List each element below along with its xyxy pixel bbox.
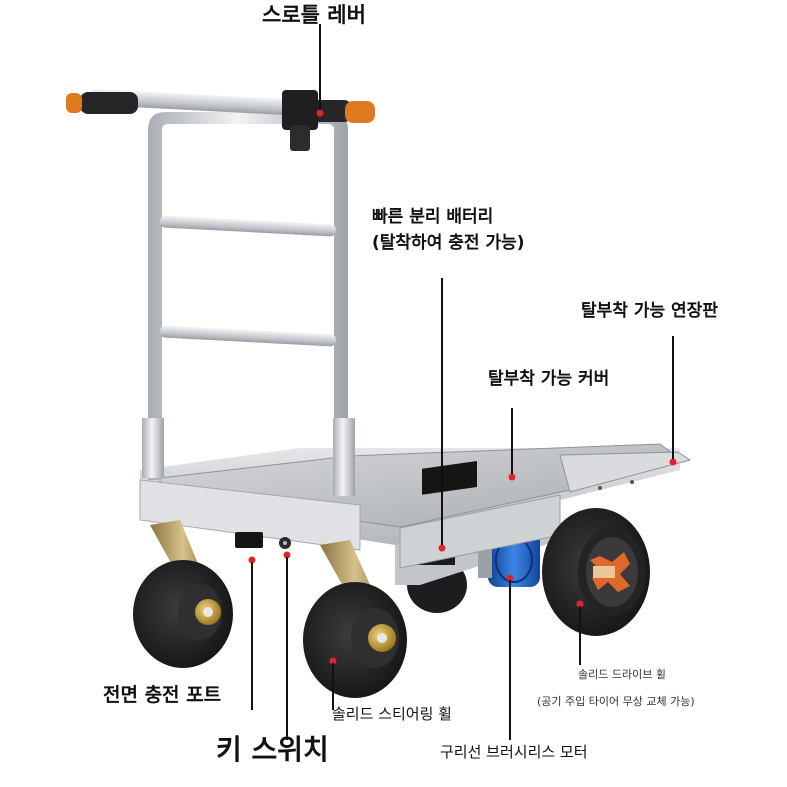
marker-port [248,556,256,564]
label-removable-cover: 탈부착 가능 커버 [488,369,610,389]
front-right-steering-wheel [303,540,407,698]
front-left-caster [133,520,233,668]
marker-cover [508,473,516,481]
marker-key [283,551,291,559]
leader-lines [251,24,674,740]
marker-drive [576,600,584,608]
label-brushless-motor: 구리선 브러시리스 모터 [440,743,588,761]
rear-right-drive-wheel [542,508,650,636]
label-key-switch: 키 스위치 [216,733,329,766]
label-steering-wheel: 솔리드 스티어링 휠 [332,705,452,723]
marker-extension [669,458,677,466]
marker-motor [506,574,514,582]
label-drive-wheel-line2: (공기 주입 타이어 무상 교체 가능) [537,695,695,708]
marker-steering [329,657,337,665]
label-battery-line1: 빠른 분리 배터리 [372,207,494,227]
marker-dots [248,109,677,665]
label-battery-line2: (탈착하여 충전 가능) [372,233,525,253]
label-extension-plate: 탈부착 가능 연장판 [581,301,718,321]
label-front-charging-port: 전면 충전 포트 [103,684,222,706]
cart-deck [139,443,692,569]
handle-frame [66,89,375,496]
label-drive-wheel-line1: 솔리드 드라이브 휠 [578,668,666,681]
marker-throttle [316,109,324,117]
marker-battery [438,544,446,552]
label-throttle-lever: 스로틀 레버 [262,3,366,27]
